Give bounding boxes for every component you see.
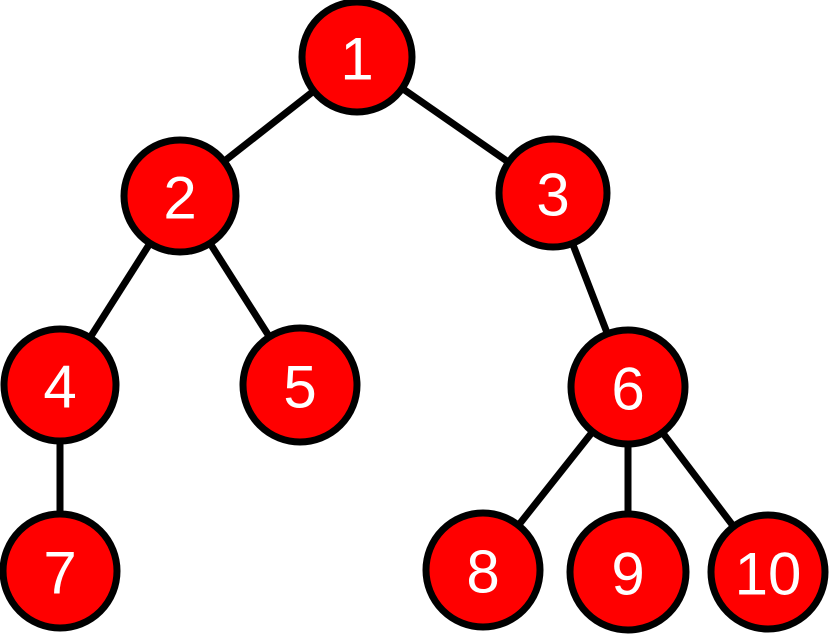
node-circle-8[interactable] <box>422 509 544 631</box>
tree-node-8[interactable]: 8 <box>422 509 544 631</box>
node-circle-10[interactable] <box>707 511 829 633</box>
node-circle-1[interactable] <box>298 0 416 116</box>
tree-node-10[interactable]: 10 <box>707 511 829 633</box>
node-circle-7[interactable] <box>0 510 121 632</box>
node-circle-2[interactable] <box>120 136 240 256</box>
node-circle-4[interactable] <box>0 325 120 445</box>
node-circle-3[interactable] <box>495 135 611 251</box>
node-circle-5[interactable] <box>239 324 361 446</box>
tree-node-6[interactable]: 6 <box>567 326 689 448</box>
node-circle-9[interactable] <box>566 510 690 634</box>
tree-node-2[interactable]: 2 <box>120 136 240 256</box>
node-circle-6[interactable] <box>567 326 689 448</box>
tree-node-1[interactable]: 1 <box>298 0 416 116</box>
tree-node-7[interactable]: 7 <box>0 510 121 632</box>
tree-node-9[interactable]: 9 <box>566 510 690 634</box>
tree-node-3[interactable]: 3 <box>495 135 611 251</box>
tree-node-5[interactable]: 5 <box>239 324 361 446</box>
tree-node-4[interactable]: 4 <box>0 325 120 445</box>
